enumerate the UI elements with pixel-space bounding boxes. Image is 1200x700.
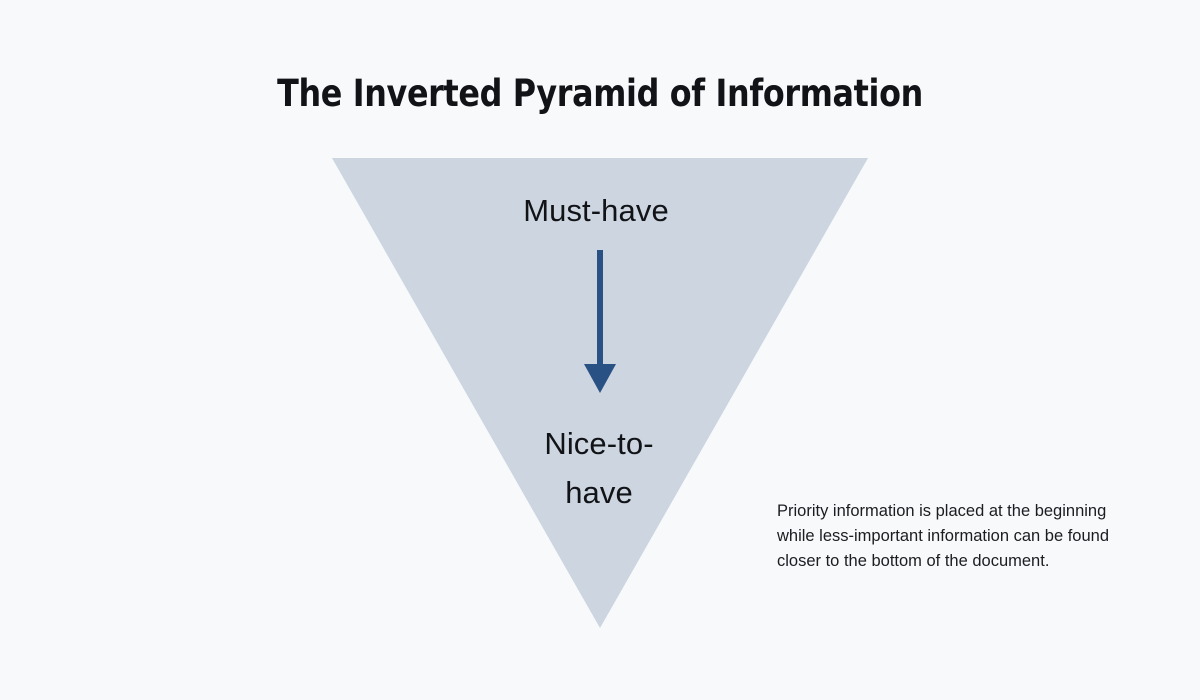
tier-label-must-have: Must-have bbox=[523, 193, 669, 228]
tier-label-nice-to-have-line-2: have bbox=[565, 475, 633, 510]
arrow-head bbox=[584, 364, 616, 393]
tier-label-nice-to-have-line-1: Nice-to- bbox=[544, 426, 654, 461]
page-title: The Inverted Pyramid of Information bbox=[277, 72, 923, 115]
caption-text: Priority information is placed at the be… bbox=[777, 502, 1110, 570]
downward-arrow-icon bbox=[584, 250, 616, 393]
tier-label-nice-to-have: Nice-to-have bbox=[470, 419, 728, 517]
